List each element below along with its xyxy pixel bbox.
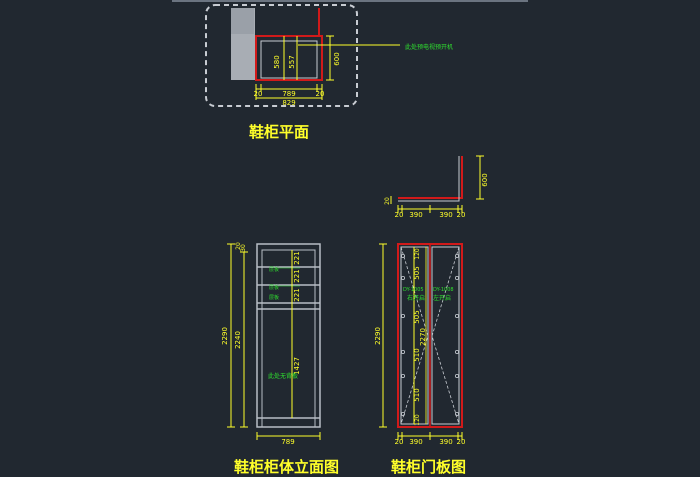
door-top-dim-390-right: 390 [439, 211, 452, 219]
door-handle-label-left: DY-1005 [403, 287, 424, 293]
cab-shelf-label-3: 层板 [269, 294, 279, 301]
plan-dashed-boundary [205, 4, 358, 107]
door-top-inner [398, 156, 460, 202]
cab-dim-789: 789 [281, 438, 294, 446]
plan-cabinet-outline [255, 35, 323, 81]
cab-dim-2290: 2290 [221, 327, 229, 345]
door-dim-2290: 2290 [374, 327, 382, 345]
plan-note: 此处预电视预开机 [405, 43, 453, 51]
door-right-panel [431, 246, 460, 425]
plan-dim-580: 580 [273, 55, 281, 68]
plan-dim-600: 600 [333, 52, 341, 65]
plan-dim-20-right: 20 [316, 90, 325, 98]
cab-dim-221-1: 221 [293, 251, 301, 264]
door-panel-elevation: 2290 120 505 505 510 510 120 2270 DY-100… [374, 243, 466, 446]
cab-dim-30-top: 30 [240, 244, 247, 252]
door-hinge-label-right: 左开启 [433, 294, 451, 302]
door-dim-120-bottom: 120 [414, 414, 421, 426]
door-dim-2270: 2270 [419, 328, 427, 346]
door-right-swing [431, 246, 460, 425]
door-top-dim-20-left: 20 [395, 211, 404, 219]
door-dim-510-2: 510 [413, 388, 421, 401]
door-top-outline [398, 156, 463, 199]
door-top-dim-20-vertical: 20 [384, 197, 391, 205]
door-handle-label-right: DY-1008 [433, 287, 454, 293]
plan-dim-20-left: 20 [254, 90, 263, 98]
door-left-swing [400, 246, 429, 425]
cab-dim-221-3: 221 [293, 288, 301, 301]
plan-view: 580 557 600 此处预电视预开机 20 789 20 829 [205, 4, 453, 107]
door-dim-bottom-20-right: 20 [457, 438, 466, 446]
door-dim-505-1: 505 [413, 266, 421, 279]
title-plan: 鞋柜平面 [249, 123, 310, 141]
door-hinges [400, 253, 459, 416]
door-dim-120-top: 120 [414, 248, 421, 260]
plan-cabinet-inner [260, 40, 318, 79]
cab-dim-221-2: 221 [293, 269, 301, 282]
plan-dim-789: 789 [282, 90, 295, 98]
door-top-dim-390-left: 390 [409, 211, 422, 219]
cabinet-elevation: 2290 2240 20 30 层板 层板 层板 221 221 221 142… [221, 242, 321, 446]
door-hinge-label-left: 右开启 [407, 294, 425, 302]
door-dim-bottom-390-right: 390 [439, 438, 452, 446]
title-cabinet-elevation: 鞋柜柜体立面图 [234, 458, 340, 476]
cab-shelf-label-2: 层板 [269, 284, 279, 291]
door-dim-bottom-390-left: 390 [409, 438, 422, 446]
door-top-view: 600 20 20 390 390 20 [384, 155, 489, 219]
cab-body-inner [261, 249, 316, 428]
cab-dim-1427: 1427 [293, 357, 301, 375]
cab-note: 此处无背板 [268, 372, 298, 380]
plan-dim-557: 557 [288, 55, 296, 68]
plan-dim-829: 829 [282, 99, 295, 107]
door-top-dim-600: 600 [481, 173, 489, 186]
title-door-panel: 鞋柜门板图 [391, 458, 467, 476]
door-dim-510-1: 510 [413, 348, 421, 361]
cab-shelf-label-1: 层板 [269, 266, 279, 273]
door-dim-505-2: 505 [413, 310, 421, 323]
cab-dim-20-top: 20 [235, 242, 242, 250]
plan-wall-corner [231, 8, 254, 34]
door-top-dim-20-right: 20 [457, 211, 466, 219]
door-dim-bottom-20-left: 20 [395, 438, 404, 446]
cab-body-outer [256, 243, 321, 428]
cab-dim-2240: 2240 [234, 331, 242, 349]
